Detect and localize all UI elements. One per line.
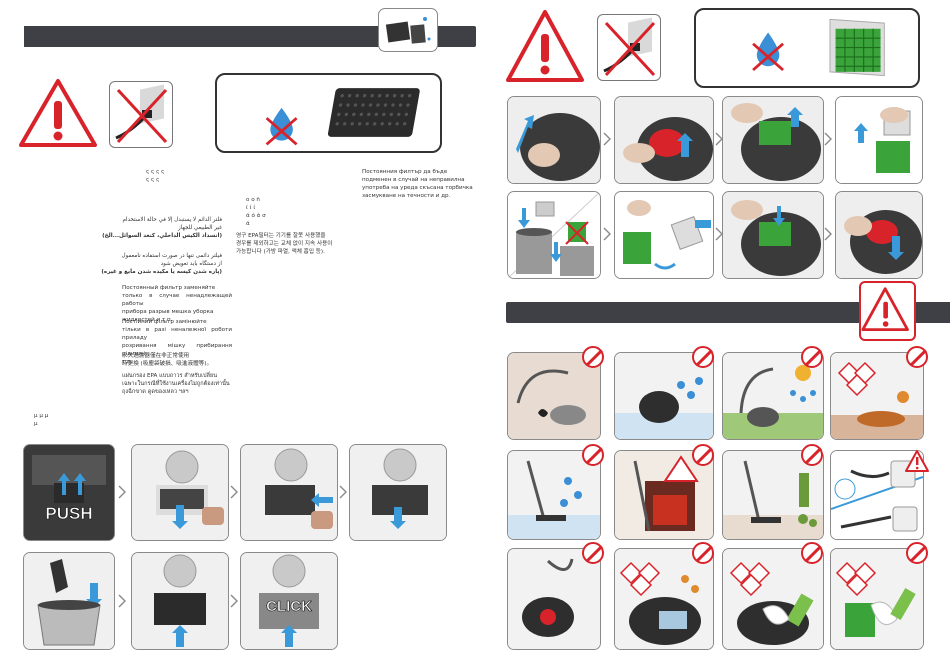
no-wet-pickup-icon: [597, 14, 661, 81]
arabic-text: فلتر الدائم لا يستبدل إلا في حالة الاستخ…: [122, 217, 222, 231]
step-assemble-filters: [614, 191, 714, 279]
prohibited-circle-icon: [582, 444, 604, 466]
russian-text: Постоянный фильтр заменяйте только в слу…: [122, 285, 232, 323]
prohibit-hot-fireplace: [614, 450, 714, 540]
step-insert-filter: [131, 552, 229, 650]
prohibited-circle-icon: [582, 346, 604, 368]
chevron-right-icon: [117, 484, 127, 499]
step-insert-green-filter: [722, 191, 824, 279]
chevron-right-icon: [229, 484, 239, 499]
prohibit-pull-cord: [507, 352, 601, 440]
bulgarian-text: Постоянния филтър да бъде подменен в слу…: [362, 169, 473, 199]
chevron-right-icon: [229, 593, 239, 608]
section-header-bar-right: [506, 302, 950, 323]
warning-triangle-small-icon: [904, 449, 930, 473]
prohibited-circle-icon: [801, 542, 823, 564]
text-fragment-small: ς ς ς ς ς ς ς: [146, 169, 165, 183]
step-discard-filter: [23, 552, 115, 650]
step-open-lid: [507, 96, 601, 184]
step-pull-filter: [349, 444, 447, 541]
click-label: CLICK: [266, 598, 312, 615]
step-lift-handle: [614, 96, 714, 184]
step-separate-filters: [835, 96, 923, 184]
step-discard-pre-filter: [507, 191, 601, 279]
step-remove-filter: [240, 444, 338, 541]
chevron-right-icon: [823, 226, 833, 241]
prohibit-wash-filter: [830, 548, 924, 650]
farsi-text-bold: (پاره شدن کیسه یا مکیده شدن مایع و غیره): [101, 269, 222, 275]
step-open-cover: [131, 444, 229, 541]
korean-text: 영구 EPA필터는 기기를 잘못 사용했을 경우를 제외하고는 교체 없이 지속…: [236, 233, 333, 255]
prohibit-spray-cleaner: [722, 548, 824, 650]
chevron-right-icon: [823, 131, 833, 146]
chevron-right-icon: [117, 593, 127, 608]
chevron-right-icon: [602, 131, 612, 146]
prohibited-circle-icon: [582, 542, 604, 564]
prohibited-circle-icon: [801, 444, 823, 466]
filter-thumbnail: [378, 8, 438, 52]
chevron-right-icon: [602, 226, 612, 241]
step-click-close: CLICK: [240, 552, 338, 650]
section-header-bar-left: [24, 26, 476, 47]
warning-triangle-icon: [504, 8, 586, 84]
prohibit-chemicals: [830, 352, 924, 440]
prohibited-circle-icon: [906, 346, 928, 368]
prohibit-carry-by-hose: [507, 548, 601, 650]
prohibit-chemical-cleaning: [614, 548, 714, 650]
prohibit-wet-floor: [507, 450, 601, 540]
prohibited-circle-icon: [692, 542, 714, 564]
arabic-text-bold: (انسداد الكيس الداخلي، كنعد السوائل...ال…: [102, 233, 222, 239]
no-wet-pickup-icon: [109, 81, 173, 148]
text-fragment-mu: μ μ μ μ: [34, 413, 49, 427]
step-push-button: PUSH: [23, 444, 115, 541]
farsi-text: فیلتر دائمی تنها در صورت استفاده نامعمول…: [121, 253, 222, 267]
warning-triangle-icon: [17, 77, 99, 149]
step-close-lid: [835, 191, 923, 279]
prohibited-circle-icon: [692, 346, 714, 368]
chevron-right-icon: [338, 484, 348, 499]
warning-triangle-icon-boxed: [859, 281, 916, 341]
filter-water-warning-frame-right: [694, 8, 920, 88]
chinese-text: 永久過濾器僅在非正常使用 時更換 (吸塵袋破損、吸進液體等)。: [122, 353, 213, 367]
prohibited-circle-icon: [801, 346, 823, 368]
step-pull-green-filter: [722, 96, 824, 184]
text-fragment-greek: ο ο ñ ί ί ί ά ό ά σ ά: [246, 197, 266, 227]
thai-text: แผ่นกรอง EPA แบบถาวร สำหรับเปลี่ยน เฉพาะ…: [122, 373, 230, 395]
ukrainian-text: Постійний фільтр замінюйте тільки в разі…: [122, 319, 232, 365]
filter-water-warning-frame: [215, 73, 442, 153]
push-label: PUSH: [45, 504, 92, 523]
prohibited-circle-icon: [906, 542, 928, 564]
prohibited-circle-icon: [692, 444, 714, 466]
